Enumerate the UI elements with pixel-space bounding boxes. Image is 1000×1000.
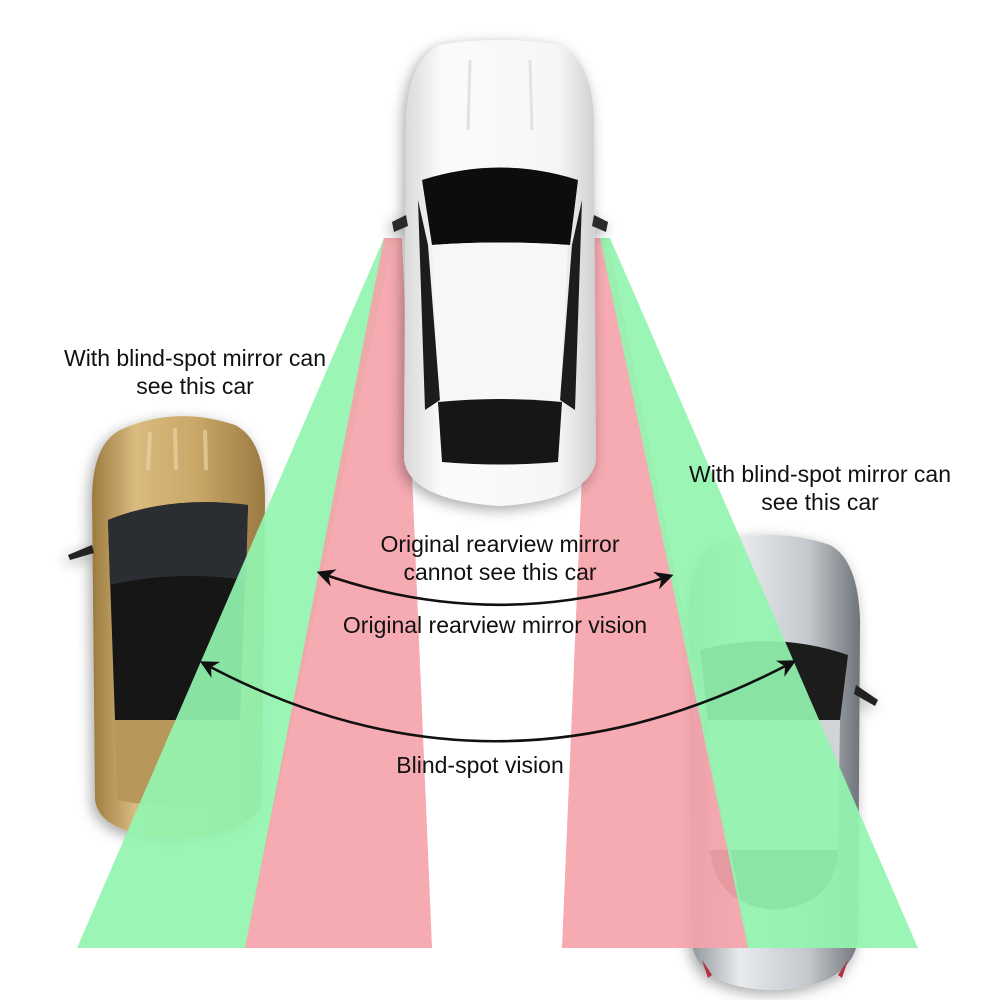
left-rearview-cone: [245, 238, 432, 948]
center-car-label: Original rearview mirror cannot see this…: [335, 531, 665, 586]
right-car-label: With blind-spot mirror can see this car: [665, 461, 975, 516]
blind-spot-vision-label: Blind-spot vision: [396, 752, 564, 778]
left-car-label: With blind-spot mirror can see this car: [40, 345, 350, 400]
blind-spot-vision-arrow: [199, 660, 797, 743]
rearview-vision-arrow: [316, 569, 674, 607]
main-car: [392, 40, 608, 506]
left-car-label-line1: With blind-spot mirror can: [63, 345, 327, 371]
left-car-label-line2: see this car: [136, 372, 254, 399]
vision-cones: [77, 238, 918, 948]
center-car-label-line1: Original rearview mirror: [380, 531, 620, 557]
rearview-vision-label: Original rearview mirror vision: [342, 612, 648, 638]
left-blind-spot-cone: [77, 238, 393, 948]
right-car-label-line2: see this car: [761, 488, 879, 515]
right-car-label-line1: With blind-spot mirror can: [688, 461, 952, 487]
right-blind-spot-cone: [600, 238, 918, 948]
center-car-label-line2: cannot see this car: [403, 558, 597, 585]
right-rearview-cone: [562, 238, 750, 948]
